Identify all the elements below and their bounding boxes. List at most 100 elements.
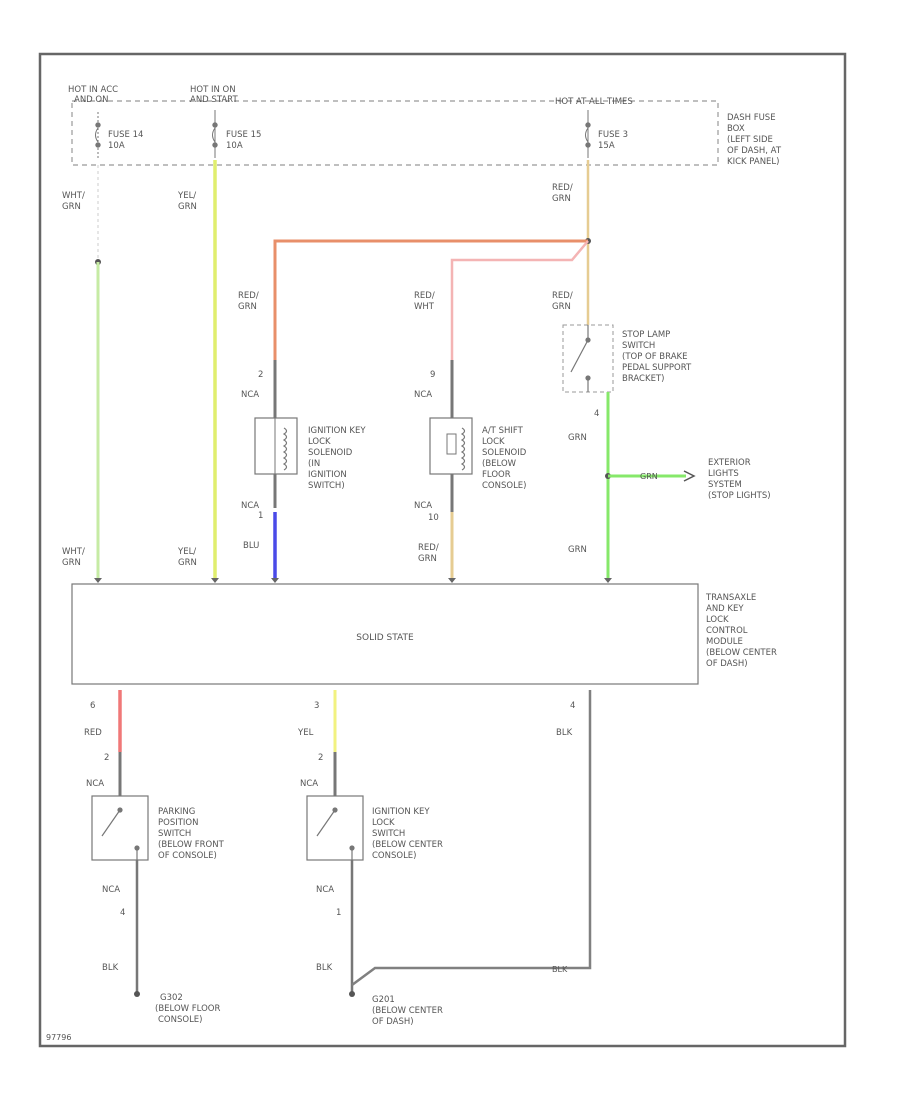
ignition-solenoid-label-2: LOCK [308, 437, 331, 447]
exterior-lights-label-2: LIGHTS [708, 469, 739, 479]
diagram-frame [38, 52, 847, 1048]
parking-switch-contacts [101, 807, 140, 860]
module-desc-7: OF DASH) [706, 659, 748, 669]
g302-label-3: CONSOLE) [158, 1015, 203, 1025]
wire-label-red-wht-2: WHT [414, 302, 435, 312]
wire-label-red-grn-sol-2: GRN [238, 302, 257, 312]
wire-red-grn-ign-solenoid [273, 239, 588, 360]
wire-label-yel: YEL [297, 728, 314, 738]
g201-label-3: OF DASH) [372, 1017, 414, 1027]
pin-ign-sol-1: 1 [258, 511, 263, 521]
g302-label-1: G302 [160, 993, 183, 1003]
ground-g302 [134, 991, 140, 997]
fuse15-symbol [212, 110, 218, 158]
wire-label-red-grn-stop-2: GRN [552, 302, 571, 312]
module-desc-6: (BELOW CENTER [706, 648, 777, 658]
exterior-lights-label-1: EXTERIOR [708, 458, 751, 468]
ign-key-switch-label-3: SWITCH [372, 829, 405, 839]
nca-park-bot: NCA [102, 885, 120, 895]
parking-switch-label-5: OF CONSOLE) [158, 851, 217, 861]
control-module-center-label: SOLID STATE [356, 633, 414, 643]
pin-park-2: 2 [104, 753, 109, 763]
module-top-pins [94, 578, 612, 583]
module-desc-1: TRANSAXLE [705, 593, 756, 603]
wire-label-grn-ext: GRN [640, 472, 658, 481]
module-desc-2: AND KEY [706, 604, 744, 614]
wire-label-wht-grn-top-1: WHT/ [62, 191, 85, 201]
parking-switch-label-1: PARKING [158, 807, 195, 817]
hot-at-all-times-label: HOT AT ALL TIMES [555, 97, 633, 107]
shift-solenoid-label-1: A/T SHIFT [482, 426, 524, 436]
pin-module-4: 4 [570, 701, 575, 711]
shift-solenoid-label-6: CONSOLE) [482, 481, 527, 491]
pin-ign-sw-1: 1 [336, 908, 341, 918]
wire-label-blk-park: BLK [102, 963, 119, 973]
ignition-solenoid-label-4: (IN [308, 459, 320, 469]
module-desc-5: MODULE [706, 637, 743, 647]
wire-label-red-grn-stop-1: RED/ [552, 291, 573, 301]
wire-label-red-grn-fuse3-2: GRN [552, 194, 571, 204]
nca-ign-sw-top: NCA [300, 779, 318, 789]
ign-key-switch-contacts [316, 807, 355, 860]
pin-stop-4: 4 [594, 409, 599, 419]
parking-switch-label-2: POSITION [158, 818, 198, 828]
wire-label-blk-ign: BLK [316, 963, 333, 973]
ignition-solenoid-label-5: IGNITION [308, 470, 347, 480]
shift-solenoid-core [446, 433, 457, 455]
nca-ign-sol-top: NCA [241, 390, 259, 400]
parking-switch-label-3: SWITCH [158, 829, 191, 839]
stop-lamp-switch-contacts [570, 325, 591, 392]
fuse-box-label-4: OF DASH, AT [727, 146, 782, 156]
wire-label-red: RED [84, 728, 102, 738]
fuse14-name: FUSE 14 [108, 130, 143, 140]
wire-label-red-grn-shift-1: RED/ [418, 543, 439, 553]
pin-module-3: 3 [314, 701, 319, 711]
fuse14-symbol [95, 112, 101, 158]
parking-switch-box [91, 795, 149, 861]
wire-label-red-grn-shift-2: GRN [418, 554, 437, 564]
pin-ign-sol-2: 2 [258, 370, 263, 380]
stop-lamp-label-3: (TOP OF BRAKE [622, 352, 687, 362]
stop-lamp-label-2: SWITCH [622, 341, 655, 351]
wire-label-blk-g201: BLK [552, 965, 568, 974]
pin-ign-sw-2: 2 [318, 753, 323, 763]
pin-shift-10: 10 [428, 513, 439, 523]
wire-label-wht-grn-bot-2: GRN [62, 558, 81, 568]
nca-shift-top: NCA [414, 390, 432, 400]
stop-lamp-label-1: STOP LAMP [622, 330, 670, 340]
nca-ign-sw-bot: NCA [316, 885, 334, 895]
nca-ign-sol-bot: NCA [241, 501, 259, 511]
fuse-box-outline [71, 100, 719, 166]
diagram-id: 97796 [46, 1033, 71, 1042]
wire-label-wht-grn-bot-1: WHT/ [62, 547, 85, 557]
g201-label-1: G201 [372, 995, 395, 1005]
wire-label-grn-module: GRN [568, 545, 587, 555]
shift-solenoid-coil [460, 427, 466, 471]
wire-label-yel-grn-top-1: YEL/ [177, 191, 196, 201]
g201-label-2: (BELOW CENTER [372, 1006, 443, 1016]
ign-key-switch-label-1: IGNITION KEY [372, 807, 430, 817]
fuse3-amp: 15A [598, 141, 615, 151]
fuse3-symbol [585, 110, 591, 158]
ignition-solenoid-label-1: IGNITION KEY [308, 426, 366, 436]
control-module-box [71, 583, 699, 685]
fuse-box-label-1: DASH FUSE [727, 113, 776, 123]
fuse15-name: FUSE 15 [226, 130, 261, 140]
shift-solenoid-label-5: FLOOR [482, 470, 511, 480]
fuse15-amp: 10A [226, 141, 243, 151]
ignition-solenoid-box [254, 417, 298, 475]
wire-label-yel-grn-bot-2: GRN [178, 558, 197, 568]
fuse3-name: FUSE 3 [598, 130, 628, 140]
ign-key-switch-label-4: (BELOW CENTER [372, 840, 443, 850]
nca-park-top: NCA [86, 779, 104, 789]
hot-in-acc-label: HOT IN ACC [68, 85, 118, 95]
wire-label-wht-grn-top-2: GRN [62, 202, 81, 212]
nca-shift-bot: NCA [414, 501, 432, 511]
wire-blk-module [351, 690, 592, 987]
shift-solenoid-label-4: (BELOW [482, 459, 517, 469]
exterior-lights-label-4: (STOP LIGHTS) [708, 491, 771, 501]
wire-label-red-wht-1: RED/ [414, 291, 435, 301]
arrow-exterior-lights [683, 470, 696, 482]
exterior-lights-label-3: SYSTEM [708, 480, 742, 490]
